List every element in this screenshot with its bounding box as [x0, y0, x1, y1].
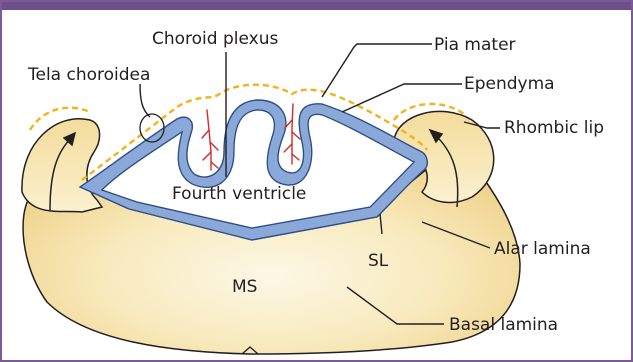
left-rhombic-lip: [22, 119, 102, 212]
label-rhombic-lip: Rhombic lip: [504, 118, 604, 138]
label-tela-choroidea: Tela choroidea: [27, 65, 150, 85]
label-ms: MS: [232, 277, 257, 297]
label-sl: SL: [368, 251, 389, 271]
label-alar-lamina: Alar lamina: [494, 239, 591, 259]
label-pia-mater: Pia mater: [434, 35, 516, 55]
label-fourth-ventricle: Fourth ventricle: [172, 184, 306, 204]
label-choroid-plexus: Choroid plexus: [152, 29, 278, 49]
label-basal-lamina: Basal lamina: [449, 315, 558, 335]
label-ependyma: Ependyma: [464, 74, 555, 94]
